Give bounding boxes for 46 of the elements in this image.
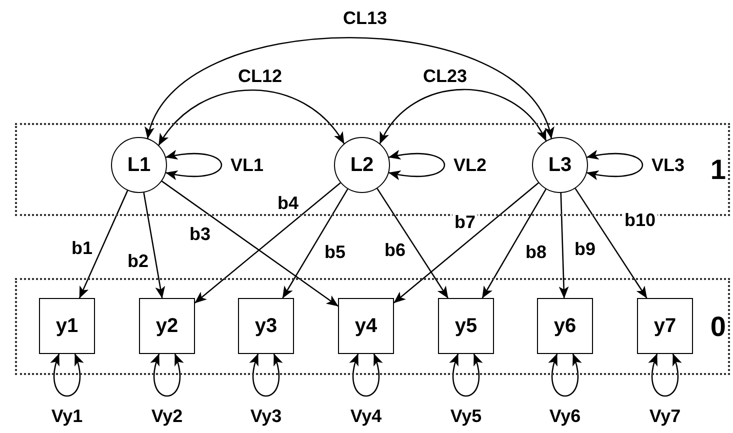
arrow <box>376 188 448 298</box>
arrow <box>282 188 348 298</box>
observed-variable-box: y5 <box>438 298 494 354</box>
arrow <box>574 188 648 298</box>
edge-label: Vy3 <box>249 406 283 426</box>
double-headed-arrow <box>158 90 345 146</box>
arrow <box>143 192 166 298</box>
edge-label: Vy7 <box>648 406 682 426</box>
observed-variable-box: y3 <box>238 298 294 354</box>
latent-variable-circle: L2 <box>334 137 390 193</box>
self-loop-arrow <box>350 354 382 397</box>
self-loop-arrow <box>165 150 222 180</box>
self-loop-arrow <box>250 354 282 397</box>
arrow <box>78 190 128 298</box>
level-band <box>15 278 730 375</box>
edge-label: Vy1 <box>50 406 84 426</box>
observed-variable-box: y7 <box>637 298 693 354</box>
arrow <box>482 188 546 298</box>
double-headed-arrow <box>147 37 552 139</box>
arrow <box>161 180 338 307</box>
edge-label: Vy4 <box>349 406 383 426</box>
self-loop-arrow <box>50 354 84 397</box>
observed-variable-box: y2 <box>139 298 195 354</box>
self-loop-arrow <box>450 354 482 397</box>
edge-label: VL2 <box>452 155 488 175</box>
arrow <box>558 192 569 298</box>
observed-variable-box: y1 <box>39 298 95 354</box>
level-number: 1 <box>710 156 726 184</box>
observed-variable-box: y4 <box>338 298 394 354</box>
self-loop-arrow <box>548 354 582 397</box>
edge-label: VL1 <box>230 155 264 175</box>
observed-variable-box: y6 <box>537 298 593 354</box>
edge-label: Vy2 <box>150 406 184 426</box>
edge-label: Vy5 <box>449 406 483 426</box>
latent-variable-circle: L1 <box>111 137 167 193</box>
arrow <box>194 182 341 304</box>
self-loop-arrow <box>388 150 445 180</box>
arrow <box>394 182 539 304</box>
edge-label: Vy6 <box>548 406 582 426</box>
double-headed-arrow <box>379 88 547 144</box>
self-loop-arrow <box>648 354 682 397</box>
latent-variable-circle: L3 <box>532 137 588 193</box>
edge-label: VL3 <box>650 155 686 175</box>
self-loop-arrow <box>150 354 184 397</box>
level-number: 0 <box>710 312 726 340</box>
self-loop-arrow <box>586 150 643 180</box>
